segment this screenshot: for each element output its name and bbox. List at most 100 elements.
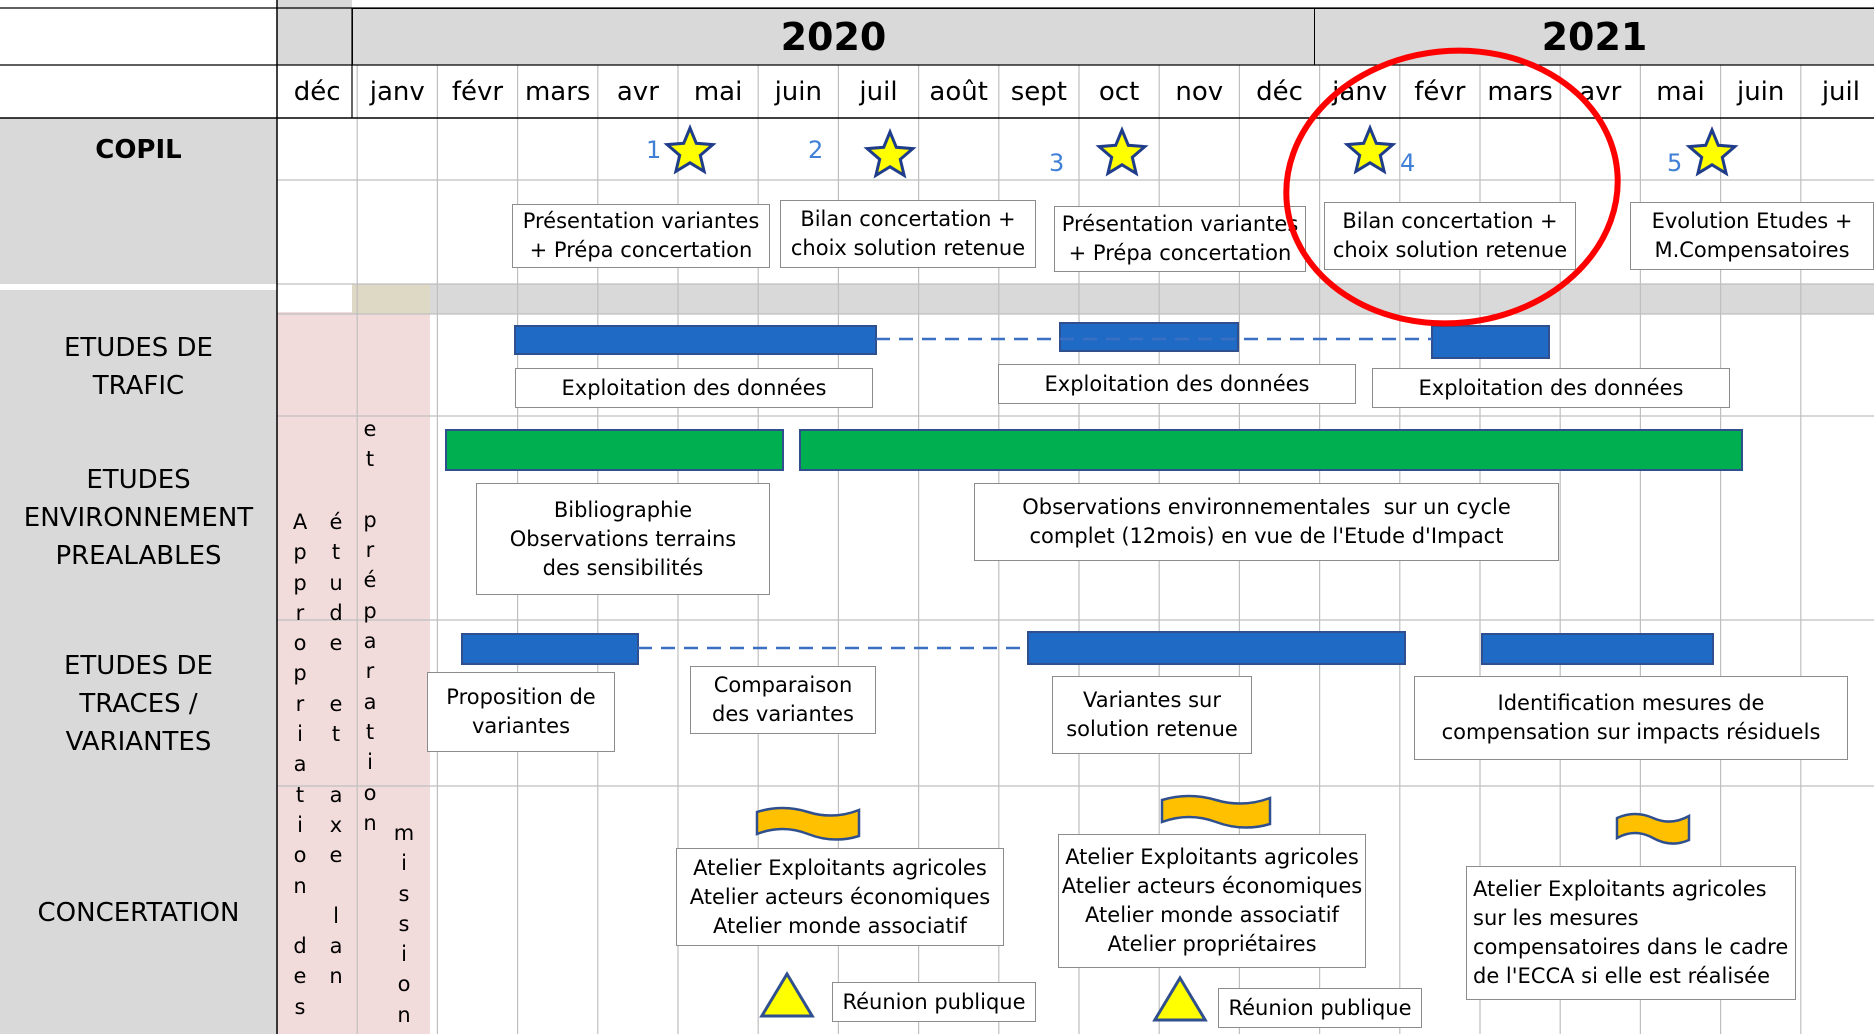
trafic-label-2: Exploitation des données bbox=[998, 364, 1356, 404]
row-label-trafic: ETUDES DE TRAFIC bbox=[63, 333, 213, 401]
vertical-char: p bbox=[293, 540, 307, 565]
vertical-char: o bbox=[397, 972, 411, 997]
copil-star-1 bbox=[663, 124, 717, 175]
copil-label-5: Evolution Etudes + M.Compensatoires bbox=[1630, 202, 1874, 270]
concertation-label-2: Atelier Exploitants agricoles Atelier ac… bbox=[1058, 834, 1366, 968]
vertical-char: t bbox=[365, 719, 375, 744]
month-label: août bbox=[929, 76, 988, 107]
vertical-char: x bbox=[329, 812, 343, 837]
month-label: oct bbox=[1098, 76, 1140, 107]
copil-star-5 bbox=[1685, 126, 1739, 177]
month-label: juil bbox=[1821, 76, 1860, 107]
vertical-char: n bbox=[329, 964, 343, 989]
traces-label-2: Comparaison des variantes bbox=[690, 666, 876, 734]
copil-number-3: 3 bbox=[1049, 149, 1065, 177]
month-label: janv bbox=[369, 76, 425, 107]
vertical-char: a bbox=[363, 629, 377, 654]
trafic-label-1: Exploitation des données bbox=[515, 368, 873, 408]
vertical-char: d bbox=[293, 934, 307, 959]
vertical-char: e bbox=[293, 964, 307, 989]
trafic-bar-3 bbox=[1431, 325, 1550, 359]
vertical-char: n bbox=[397, 1002, 411, 1027]
vertical-char: o bbox=[293, 843, 307, 868]
vertical-char: é bbox=[329, 510, 343, 534]
vertical-char: A bbox=[292, 510, 308, 534]
concertation-flag-2 bbox=[1160, 794, 1272, 829]
copil-label-3: Présentation variantes + Prépa concertat… bbox=[1054, 206, 1306, 272]
highlight-circle bbox=[1283, 47, 1621, 327]
env-label-1: Bibliographie Observations terrains des … bbox=[476, 483, 770, 595]
copil-star-2 bbox=[863, 128, 917, 179]
copil-star-3 bbox=[1095, 126, 1149, 177]
copil-separator-band bbox=[352, 284, 1874, 314]
vertical-char: d bbox=[329, 600, 343, 625]
vertical-char: o bbox=[293, 631, 307, 656]
header-blank-cell bbox=[277, 0, 352, 65]
month-label: déc bbox=[293, 76, 341, 107]
month-label: févr bbox=[1414, 76, 1466, 107]
vertical-char: r bbox=[295, 691, 305, 716]
env-label-2: Observations environnementales sur un cy… bbox=[974, 483, 1559, 561]
vertical-char: p bbox=[293, 661, 307, 686]
month-label: nov bbox=[1175, 76, 1224, 107]
traces-bar-2 bbox=[1027, 631, 1406, 665]
env-bar-2 bbox=[799, 429, 1743, 471]
janv-separator-cell bbox=[352, 284, 430, 314]
copil-number-5: 5 bbox=[1667, 149, 1683, 177]
vertical-char: t bbox=[295, 782, 305, 807]
vertical-char: n bbox=[363, 810, 377, 835]
copil-number-4: 4 bbox=[1400, 149, 1416, 177]
month-label: mars bbox=[524, 76, 591, 107]
vertical-char: m bbox=[393, 821, 415, 845]
reunion-label-1: Réunion publique bbox=[832, 982, 1036, 1022]
month-label: juil bbox=[859, 76, 898, 107]
vertical-char: i bbox=[297, 722, 303, 747]
vertical-char: a bbox=[363, 689, 377, 714]
concertation-flag-1 bbox=[755, 806, 861, 841]
vertical-char: e bbox=[329, 691, 343, 716]
copil-label-1: Présentation variantes + Prépa concertat… bbox=[512, 204, 770, 268]
traces-label-4: Identification mesures de compensation s… bbox=[1414, 676, 1848, 760]
month-label: mai bbox=[693, 76, 743, 107]
month-label: sept bbox=[1010, 76, 1068, 107]
row-label-traces: ETUDES DE TRACES / VARIANTES bbox=[63, 651, 213, 757]
row-label-copil: COPIL bbox=[95, 135, 182, 165]
vertical-char: r bbox=[295, 600, 305, 625]
label-column-bg bbox=[0, 118, 277, 1034]
year-2020: 2020 bbox=[352, 8, 1314, 65]
vertical-char: a bbox=[329, 934, 343, 959]
vertical-char: t bbox=[365, 447, 375, 472]
vertical-char: r bbox=[365, 538, 375, 563]
vertical-char: a bbox=[329, 782, 343, 807]
vertical-char: p bbox=[363, 598, 377, 623]
pink-column bbox=[277, 312, 430, 1034]
vertical-char: t bbox=[331, 540, 341, 565]
traces-label-3: Variantes sur solution retenue bbox=[1052, 676, 1252, 754]
vertical-char: n bbox=[293, 873, 307, 898]
concertation-label-3: Atelier Exploitants agricoles sur les me… bbox=[1466, 866, 1796, 1000]
month-label: juin bbox=[774, 76, 822, 107]
vertical-char: p bbox=[293, 570, 307, 595]
white-strip bbox=[0, 284, 277, 290]
vertical-char: u bbox=[329, 570, 343, 595]
month-label: déc bbox=[1256, 76, 1303, 107]
vertical-char: o bbox=[363, 780, 377, 805]
vertical-char: s bbox=[398, 911, 410, 936]
month-label: avr bbox=[616, 76, 659, 107]
copil-number-1: 1 bbox=[646, 136, 662, 164]
vertical-char: a bbox=[293, 752, 307, 777]
vertical-char: é bbox=[363, 568, 377, 593]
vertical-char: s bbox=[398, 881, 410, 906]
vertical-char: p bbox=[363, 507, 377, 532]
concertation-flag-3 bbox=[1615, 812, 1691, 845]
row-label-env: ETUDES ENVIRONNEMENT PREALABLES bbox=[23, 465, 254, 571]
reunion-label-2: Réunion publique bbox=[1218, 988, 1422, 1028]
vertical-char: i bbox=[297, 812, 303, 837]
header-left-bg bbox=[0, 0, 277, 118]
month-label: mai bbox=[1656, 76, 1705, 107]
